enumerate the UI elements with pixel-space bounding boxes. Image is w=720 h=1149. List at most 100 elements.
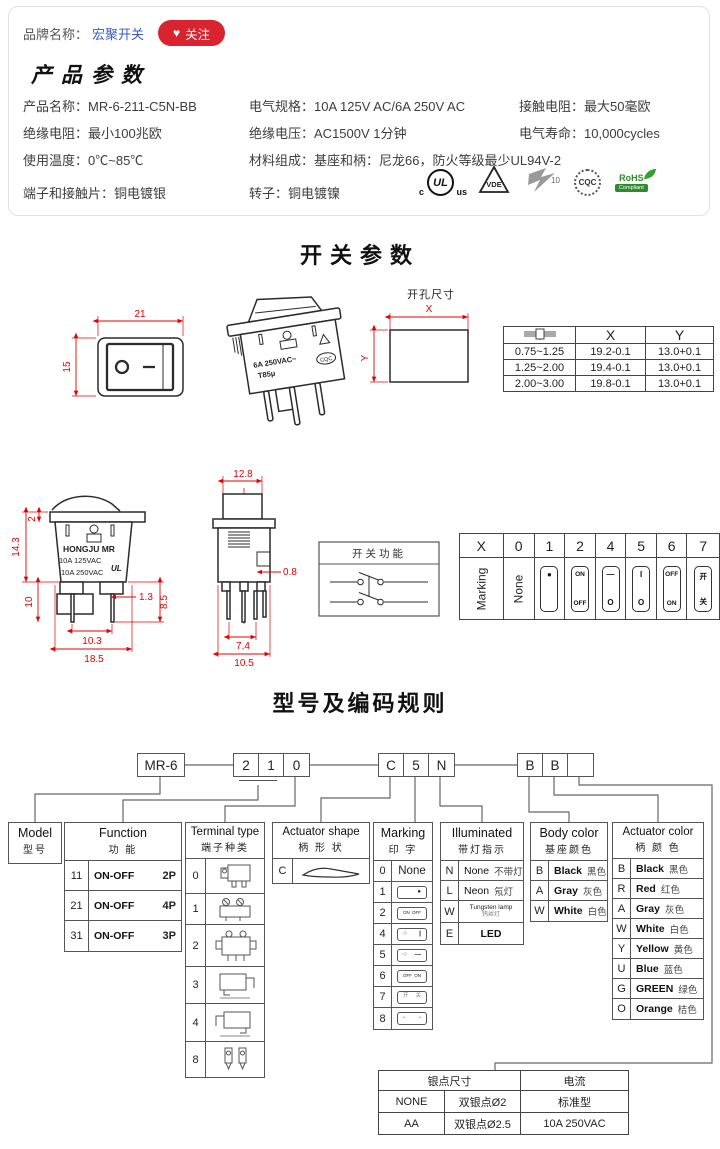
switch-params-title: 开关参数: [299, 243, 420, 268]
svg-text:14.3: 14.3: [11, 537, 22, 557]
function-title: 开关功能: [352, 547, 406, 560]
hole-title: 开孔尺寸: [407, 287, 455, 301]
dim-21: 21: [134, 309, 146, 320]
svg-text:7.4: 7.4: [236, 641, 250, 652]
field-terminal-plating: 端子和接触片：铜电镀银: [23, 186, 167, 201]
product-card: 品牌名称： 宏聚开关 ♥ 关注 产品参数 产品名称：MR-6-211-C5N-B…: [8, 6, 710, 216]
svg-text:10.5: 10.5: [234, 658, 254, 669]
terminal-row: 0: [186, 859, 264, 894]
switch-function-diagram: 开关功能: [318, 541, 440, 617]
svg-text:VDE: VDE: [486, 180, 501, 189]
svg-text:18.5: 18.5: [84, 654, 104, 665]
svg-text:10A 250VAC: 10A 250VAC: [61, 568, 104, 577]
brand-row: 品牌名称： 宏聚开关 ♥ 关注: [23, 20, 226, 46]
svg-text:8.5: 8.5: [159, 595, 170, 609]
switch-3d-drawing: 6A 250VAC~ T85μ CQC: [226, 296, 346, 426]
terminal-row: 2: [186, 925, 264, 967]
heart-icon: ♥: [173, 26, 181, 40]
ul-icon: UL c us: [419, 169, 467, 197]
follow-button[interactable]: ♥ 关注: [158, 20, 226, 46]
enec10-icon: 10: [524, 166, 560, 199]
marking-row: 5 ○—: [374, 945, 432, 966]
terminal-row: 8: [186, 1042, 264, 1077]
hole-x-label: X: [426, 304, 433, 315]
svg-text:10: 10: [551, 176, 560, 185]
marking-row: 4 ○|: [374, 924, 432, 945]
brand-label: 品牌名称：: [23, 26, 89, 42]
end-view-drawing: 12.8 0.8 7.4 10.5: [212, 469, 297, 669]
field-product-name: 产品名称：MR-6-211-C5N-BB: [23, 99, 197, 114]
digit-underline: [239, 755, 277, 781]
marking-glyph-7: 开关: [694, 565, 713, 612]
marking-row: 8 ••: [374, 1008, 432, 1029]
model-code-box: MR-6: [137, 753, 185, 777]
actuator-profile-icon: [293, 863, 369, 879]
field-rotor-plating: 转子：铜电镀镍: [249, 186, 341, 201]
marking-glyph-4: —O: [601, 565, 620, 612]
marking-row: 0 None: [374, 861, 432, 882]
panel-thickness-icon: [523, 328, 556, 340]
terminal-diagram-8: [206, 1046, 264, 1074]
svg-text:1.3: 1.3: [139, 592, 153, 603]
terminal-diagram-4: [206, 1008, 264, 1038]
terminal-row: 3: [186, 967, 264, 1004]
marking-glyph-1: ●: [540, 565, 559, 612]
marking-row: 7 开关: [374, 987, 432, 1008]
field-contact-resistance: 接触电阻：最大50毫欧: [519, 99, 651, 114]
brand-name-link[interactable]: 宏聚开关: [92, 26, 145, 42]
field-electrical-spec: 电气规格：10A 125V AC/6A 250V AC: [249, 99, 466, 114]
field-insulation-resistance: 绝缘电阻：最小100兆欧: [23, 126, 162, 141]
terminal-row: 4: [186, 1004, 264, 1042]
field-operating-temp: 使用温度：0℃~85℃: [23, 153, 144, 168]
illuminated-row: E LED: [441, 923, 523, 944]
svg-text:T85μ: T85μ: [257, 369, 276, 381]
svg-text:0.8: 0.8: [283, 567, 297, 578]
field-insulation-voltage: 绝缘电压：AC1500V 1分钟: [249, 126, 407, 141]
side-view-drawing: HONGJU MR 10A 125VAC 10A 250VAC UL 14.3 …: [11, 495, 170, 665]
hole-drawing: 开孔尺寸 X Y: [360, 287, 469, 383]
terminal-diagram-2: [206, 929, 264, 963]
leaf-icon: [643, 168, 656, 179]
illuminated-row: W Tungsten lamp 钨丝灯: [441, 901, 523, 923]
svg-text:10.3: 10.3: [82, 636, 102, 647]
coding-rules-title: 型号及编码规则: [272, 691, 448, 716]
terminal-diagram-3: [206, 970, 264, 1000]
certifications: UL c us VDE 10 CQC RoHS Compliant: [419, 165, 656, 200]
svg-text:12.8: 12.8: [233, 469, 253, 480]
